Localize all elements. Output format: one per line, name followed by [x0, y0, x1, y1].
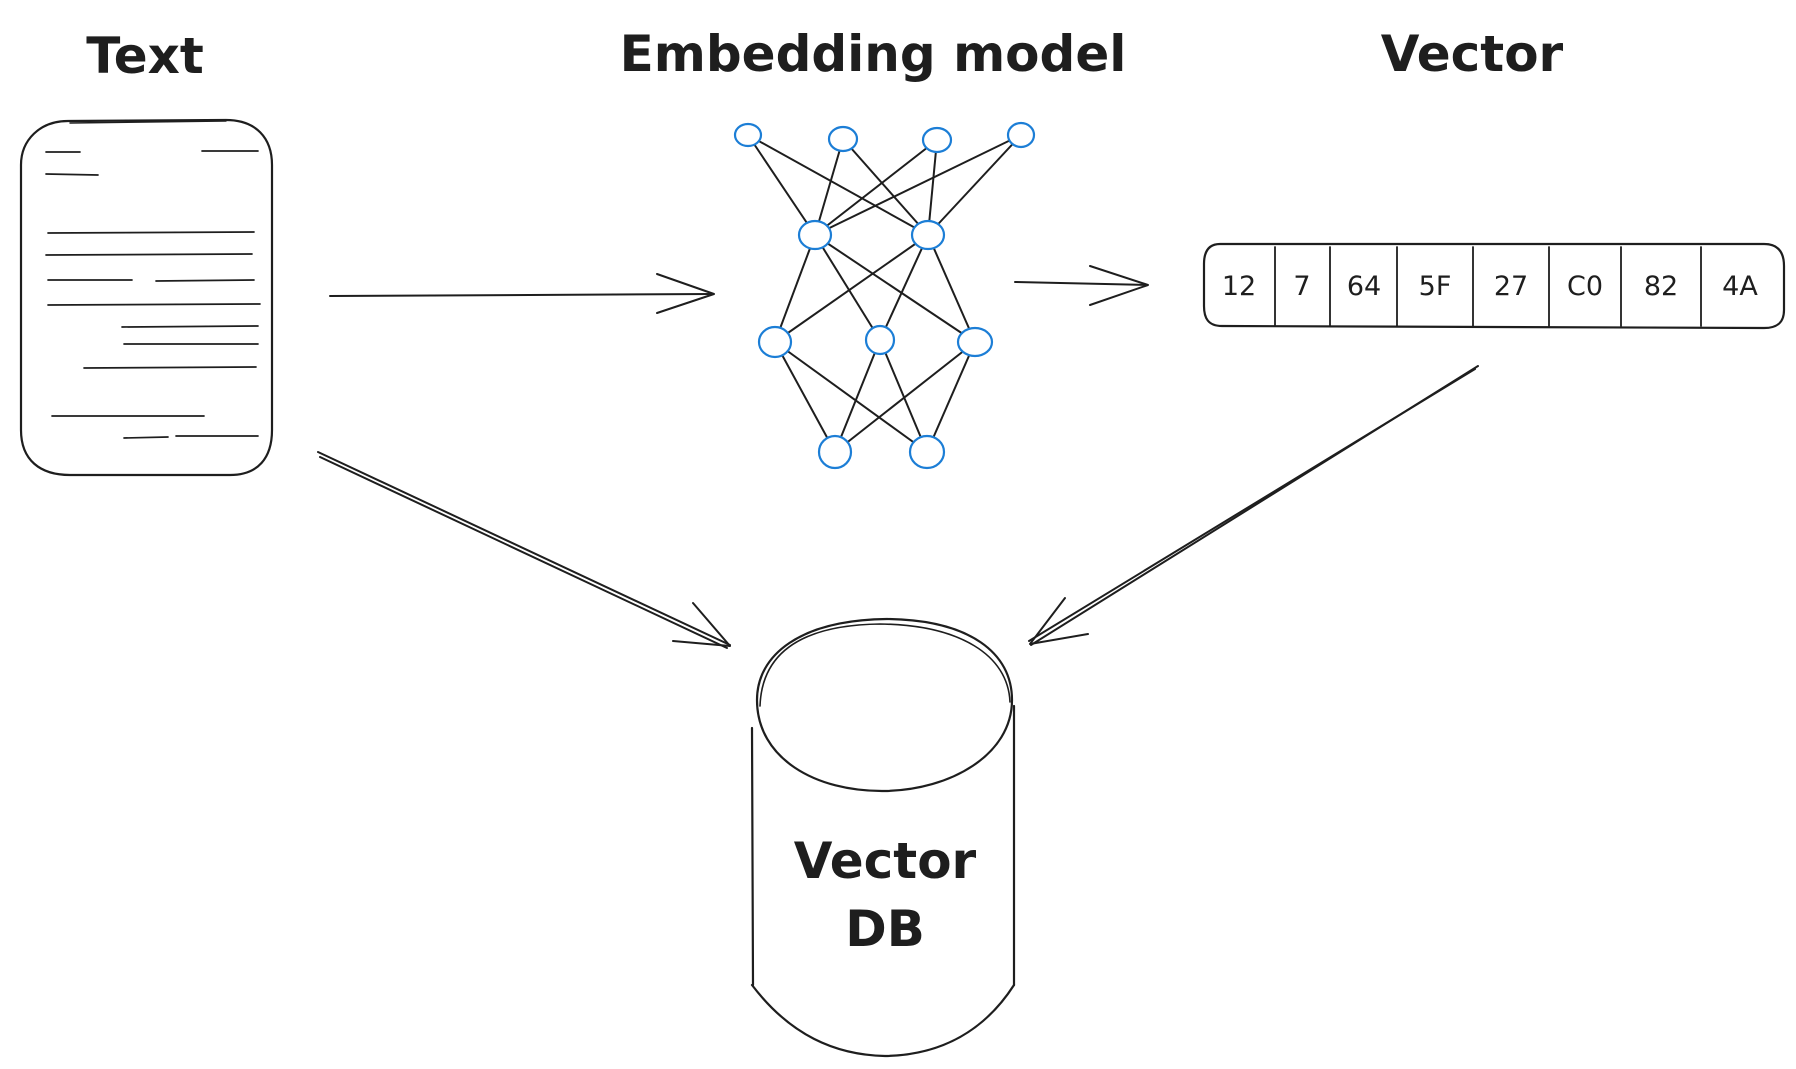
text-document [19, 118, 274, 477]
network-node [827, 125, 859, 153]
vector-cell: 12 [1222, 271, 1256, 302]
vector-cell: C0 [1567, 271, 1603, 302]
vector-cell: 64 [1347, 271, 1381, 302]
vector-cell: 5F [1419, 271, 1452, 302]
network-node [956, 326, 994, 358]
vector-db-cylinder: Vector DB [750, 617, 1016, 1058]
document-text-lines [45, 150, 261, 439]
network-node [797, 219, 833, 251]
arrow-text-to-db [317, 451, 731, 649]
network-node [908, 434, 946, 470]
network-node [921, 126, 953, 154]
vector-cell: 27 [1494, 271, 1528, 302]
text-label: Text [86, 27, 204, 85]
vector-cell: 7 [1293, 271, 1310, 302]
embedding-model-network [733, 121, 1036, 470]
network-node [910, 219, 946, 251]
vector-cell: 82 [1644, 271, 1678, 302]
embedding-model-label: Embedding model [620, 25, 1127, 83]
network-edges [747, 134, 1022, 453]
network-nodes [733, 121, 1036, 470]
vector-cell: 4A [1722, 271, 1758, 302]
vector-label: Vector [1381, 25, 1564, 83]
arrow-text-to-model [329, 273, 715, 314]
network-node [1006, 121, 1036, 149]
vector-array: 12 7 64 5F 27 C0 82 4A [1202, 242, 1786, 330]
network-node [757, 325, 793, 359]
network-node [733, 122, 763, 148]
network-node [864, 324, 896, 356]
network-node [817, 434, 853, 470]
arrow-vector-to-db [1028, 365, 1479, 646]
vector-cell-dividers [1274, 246, 1702, 327]
arrow-model-to-vector [1014, 265, 1149, 306]
vector-db-label-line1: Vector [794, 832, 977, 890]
vector-db-label-line2: DB [845, 900, 925, 958]
